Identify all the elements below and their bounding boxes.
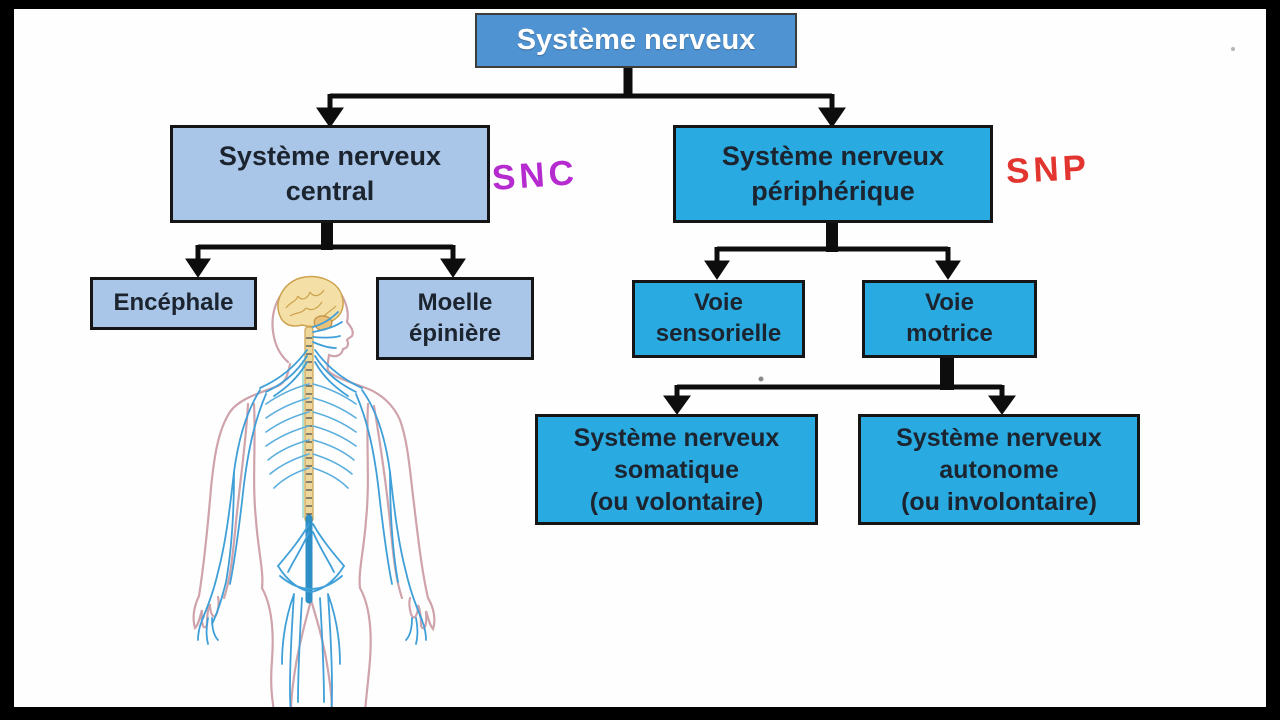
stray-dot-top-right — [1231, 47, 1235, 51]
letterbox-right — [1266, 0, 1280, 720]
node-moelle-epiniere: Moelle épinière — [376, 277, 534, 360]
node-systeme-nerveux-central: Système nerveux central — [170, 125, 490, 223]
node-label: Système nerveux — [218, 141, 442, 172]
node-systeme-nerveux: Système nerveux — [475, 13, 797, 68]
handwritten-snp-annotation: SNP — [1005, 147, 1091, 192]
peripheral-nerves — [197, 311, 427, 712]
handwritten-snc-annotation: SNC — [490, 153, 580, 198]
stray-dot — [758, 376, 764, 382]
node-label: épinière — [408, 319, 502, 347]
node-voie-motrice: Voie motrice — [862, 280, 1037, 358]
node-label: Voie — [925, 289, 974, 317]
human-nervous-system-illustration — [192, 275, 436, 712]
node-label: central — [285, 176, 375, 206]
node-label: périphérique — [751, 176, 915, 206]
node-label: Système nerveux — [721, 141, 945, 172]
node-label: Encéphale — [113, 289, 234, 317]
node-label: Système nerveux — [573, 423, 780, 452]
node-label: somatique — [613, 455, 740, 484]
node-systeme-nerveux-peripherique: Système nerveux périphérique — [673, 125, 993, 223]
node-label: autonome — [939, 455, 1059, 484]
node-label: Moelle — [417, 288, 493, 316]
node-systeme-nerveux-autonome: Système nerveux autonome (ou involontair… — [858, 414, 1140, 525]
node-label: Système nerveux — [896, 423, 1102, 452]
node-label: (ou volontaire) — [589, 487, 764, 516]
node-label: Système nerveux — [516, 23, 756, 56]
node-systeme-nerveux-somatique: Système nerveux somatique (ou volontaire… — [535, 414, 818, 525]
vertebrae-ticks — [306, 337, 312, 515]
node-encephale: Encéphale — [90, 277, 257, 330]
letterbox-bottom — [0, 707, 1280, 720]
node-voie-sensorielle: Voie sensorielle — [632, 280, 805, 358]
node-label: Voie — [694, 289, 743, 317]
node-label: sensorielle — [655, 320, 782, 347]
ribcage-nerves — [265, 383, 357, 489]
letterbox-left — [0, 0, 14, 720]
node-label: motrice — [906, 320, 993, 347]
node-label: (ou involontaire) — [901, 487, 1097, 516]
letterbox-top — [0, 0, 1280, 9]
